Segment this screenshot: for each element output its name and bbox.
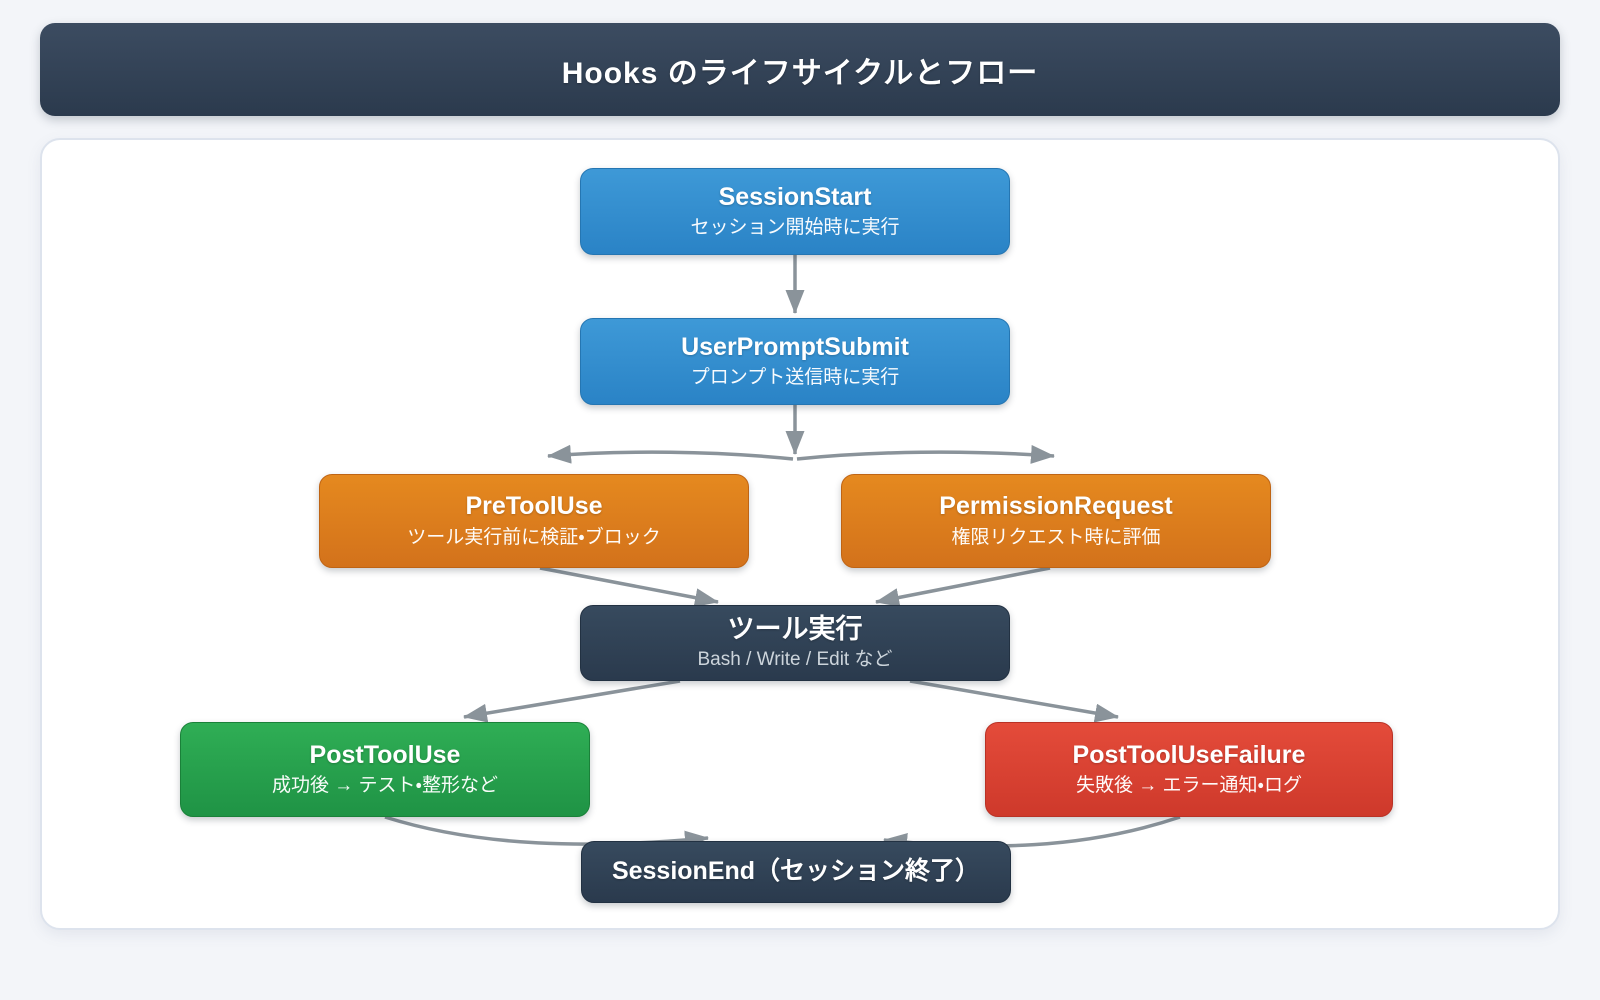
page-title: Hooks のライフサイクルとフロー	[561, 56, 1039, 90]
node-permission-request: PermissionRequest 権限リクエスト時に評価	[841, 474, 1271, 568]
title-bar: Hooks のライフサイクルとフロー	[40, 23, 1560, 116]
node-session-start: SessionStart セッション開始時に実行	[580, 168, 1010, 255]
node-title: UserPromptSubmit	[681, 332, 909, 361]
node-user-prompt-submit: UserPromptSubmit プロンプト送信時に実行	[580, 318, 1010, 405]
node-title: PostToolUseFailure	[1072, 740, 1306, 769]
node-title: PostToolUse	[309, 740, 461, 769]
node-tool-exec: ツール実行 Bash / Write / Edit など	[580, 605, 1010, 681]
node-subtitle: プロンプト送信時に実行	[690, 367, 900, 389]
node-subtitle: 権限リクエスト時に評価	[951, 526, 1161, 548]
node-title: ツール実行	[727, 614, 863, 645]
node-subtitle: セッション開始時に実行	[690, 217, 900, 239]
node-session-end: SessionEnd（セッション終了）	[581, 841, 1011, 903]
node-post-tool-use-failure: PostToolUseFailure 失敗後 → エラー通知・ログ	[985, 722, 1393, 817]
node-subtitle: 失敗後 → エラー通知・ログ	[1075, 775, 1303, 797]
node-title: PreToolUse	[465, 492, 603, 521]
node-pre-tool-use: PreToolUse ツール実行前に検証・ブロック	[319, 474, 749, 568]
node-title: SessionEnd（セッション終了）	[611, 857, 981, 886]
node-subtitle: 成功後 → テスト・整形など	[271, 775, 499, 797]
node-subtitle: ツール実行前に検証・ブロック	[407, 526, 661, 548]
node-title: SessionStart	[718, 182, 872, 211]
node-post-tool-use: PostToolUse 成功後 → テスト・整形など	[180, 722, 590, 817]
node-subtitle: Bash / Write / Edit など	[697, 648, 893, 670]
node-title: PermissionRequest	[939, 492, 1173, 521]
